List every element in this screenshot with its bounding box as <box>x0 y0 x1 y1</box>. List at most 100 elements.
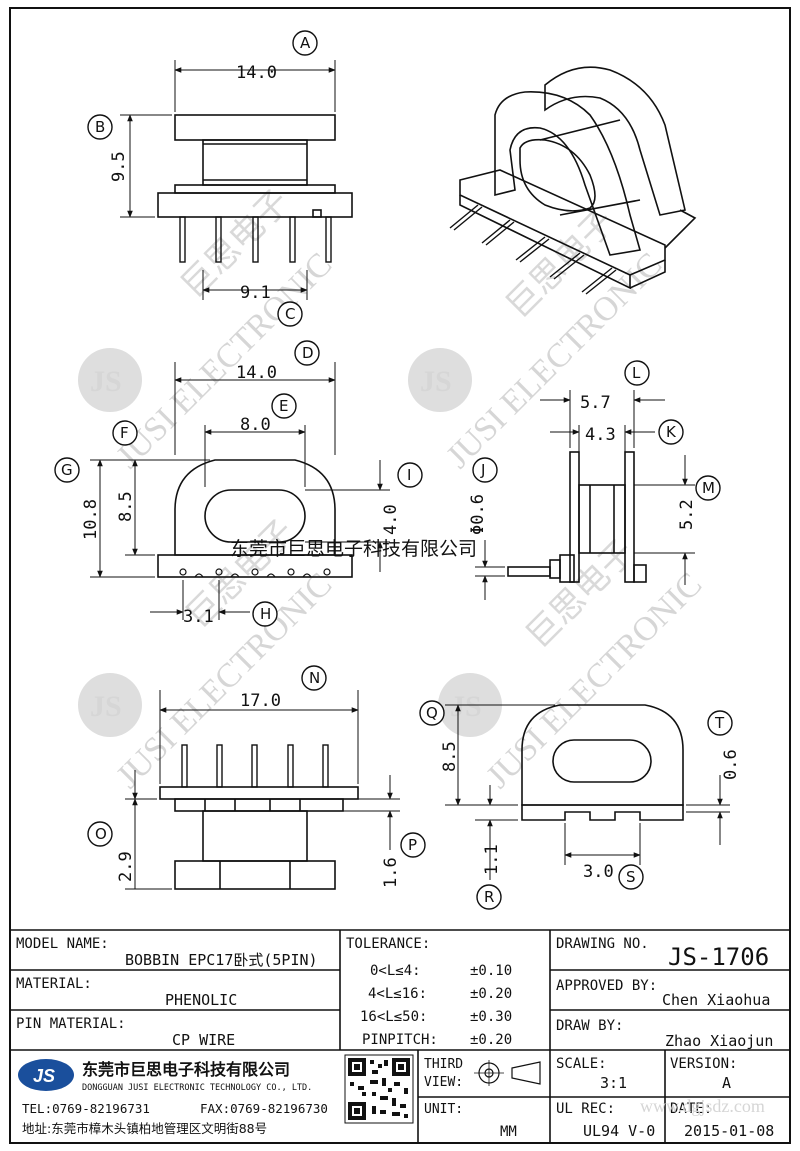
qr-code <box>344 1054 414 1124</box>
view-side-elevation <box>157 114 353 263</box>
date-label: DATE: <box>670 1101 712 1117</box>
svg-text:JS: JS <box>90 690 122 723</box>
company-logo: JS <box>18 1059 74 1091</box>
balloon-l: L <box>624 360 650 386</box>
ul-rec-label: UL REC: <box>556 1101 615 1117</box>
balloon-j: J <box>472 457 498 483</box>
svg-text:S: S <box>626 868 636 886</box>
view-front <box>157 459 353 578</box>
tolerance-range-3: 16<L≤50: <box>360 1009 427 1025</box>
fax: FAX:0769-82196730 <box>200 1101 328 1116</box>
scale-value: 3:1 <box>600 1074 627 1092</box>
pin-material-label: PIN MATERIAL: <box>16 1016 126 1032</box>
view3-dimensions <box>90 362 390 620</box>
view5-dimensions <box>125 690 400 890</box>
svg-text:Q: Q <box>426 704 438 722</box>
approved-by-value: Chen Xiaohua <box>662 991 770 1009</box>
tolerance-range-1: 0<L≤4: <box>370 963 421 979</box>
approved-by-label: APPROVED BY: <box>556 978 657 994</box>
balloon-c: C <box>277 301 303 327</box>
svg-text:F: F <box>120 424 129 442</box>
view-end <box>521 704 684 821</box>
tel: TEL:0769-82196731 <box>22 1101 150 1116</box>
svg-text:M: M <box>702 479 715 497</box>
dim-t-value: 0.6 <box>721 749 741 780</box>
material-value: PHENOLIC <box>165 991 237 1009</box>
svg-text:K: K <box>666 423 677 441</box>
unit-value: MM <box>500 1124 517 1140</box>
tolerance-range-2: 4<L≤16: <box>368 986 427 1002</box>
dim-m-value: 5.2 <box>677 499 697 530</box>
balloon-e: E <box>271 393 297 419</box>
dim-p-value: 1.6 <box>381 857 401 888</box>
svg-text:I: I <box>407 466 411 484</box>
dim-c-value: 9.1 <box>240 283 271 303</box>
view1-dimensions <box>120 60 336 300</box>
unit-label: UNIT: <box>424 1102 463 1117</box>
svg-text:R: R <box>484 888 494 906</box>
dim-h-value: 3.1 <box>183 607 214 627</box>
svg-text:D: D <box>302 344 314 362</box>
drawing-no-value: JS-1706 <box>668 943 769 971</box>
balloon-k: K <box>658 419 684 445</box>
date-value: 2015-01-08 <box>684 1122 774 1140</box>
address: 地址:东莞市樟木头镇柏地管理区文明街88号 <box>22 1121 267 1136</box>
view4-dimensions <box>475 390 695 600</box>
company-name-en: DONGGUAN JUSI ELECTRONIC TECHNOLOGY CO.,… <box>82 1083 312 1093</box>
balloon-r: R <box>476 884 502 910</box>
svg-text:N: N <box>309 669 320 687</box>
balloon-h: H <box>252 601 278 627</box>
view-side-profile <box>507 451 647 583</box>
dim-l-value: 5.7 <box>580 393 611 413</box>
balloon-m: M <box>695 475 721 501</box>
balloon-f: F <box>112 420 138 446</box>
balloon-t: T <box>707 710 733 736</box>
dim-e-value: 8.0 <box>240 415 271 435</box>
svg-text:JS: JS <box>33 1066 55 1086</box>
model-name-label: MODEL NAME: <box>16 936 109 952</box>
svg-text:P: P <box>408 836 417 854</box>
dim-q-value: 8.5 <box>440 741 460 772</box>
balloon-q: Q <box>419 700 445 726</box>
dim-r-value: 1.1 <box>482 844 502 875</box>
svg-text:T: T <box>714 714 725 732</box>
tolerance-value-3: ±0.30 <box>470 1009 512 1025</box>
tolerance-value-4: ±0.20 <box>470 1032 512 1048</box>
dim-k-value: 4.3 <box>585 425 616 445</box>
dim-n-value: 17.0 <box>240 691 281 711</box>
tolerance-value-2: ±0.20 <box>470 986 512 1002</box>
svg-text:J: J <box>480 461 485 479</box>
title-block-text: MODEL NAME: BOBBIN EPC17卧式(5PIN) MATERIA… <box>16 936 774 1140</box>
dim-i-value: 4.0 <box>381 504 401 535</box>
dim-d-value: 14.0 <box>236 363 277 383</box>
ul-rec-value: UL94 V-0 <box>583 1122 655 1140</box>
svg-text:G: G <box>61 461 73 479</box>
scale-label: SCALE: <box>556 1056 607 1072</box>
dim-a-value: 14.0 <box>236 63 277 83</box>
balloon-g: G <box>54 457 80 483</box>
tolerance-range-4: PINPITCH: <box>362 1032 438 1048</box>
svg-text:E: E <box>279 397 288 415</box>
balloon-b: B <box>87 114 113 140</box>
view-isometric <box>449 66 697 295</box>
drawing-no-label: DRAWING NO. <box>556 936 649 952</box>
balloon-s: S <box>618 864 644 890</box>
dim-g-value: 10.8 <box>81 499 101 540</box>
draw-by-label: DRAW BY: <box>556 1018 623 1034</box>
dimension-balloons: A B C D E F G H I J K L M N O P Q R S T <box>54 30 733 910</box>
tolerance-value-1: ±0.10 <box>470 963 512 979</box>
svg-text:B: B <box>95 118 105 136</box>
dim-j-value: Φ0.6 <box>468 494 488 535</box>
third-view-label-2: VIEW: <box>424 1075 463 1090</box>
svg-text:C: C <box>285 305 295 323</box>
dim-b-value: 9.5 <box>109 151 129 182</box>
balloon-o: O <box>87 821 113 847</box>
svg-text:JS: JS <box>420 365 452 398</box>
company-name-cn: 东莞市巨思电子科技有限公司 <box>82 1060 290 1079</box>
overlay-company-stamp: 东莞市巨思电子科技有限公司 <box>230 538 477 560</box>
svg-text:JS: JS <box>450 690 482 723</box>
view6-dimensions <box>445 704 730 880</box>
dim-f-value: 8.5 <box>116 491 136 522</box>
model-name-value: BOBBIN EPC17卧式(5PIN) <box>125 951 318 969</box>
